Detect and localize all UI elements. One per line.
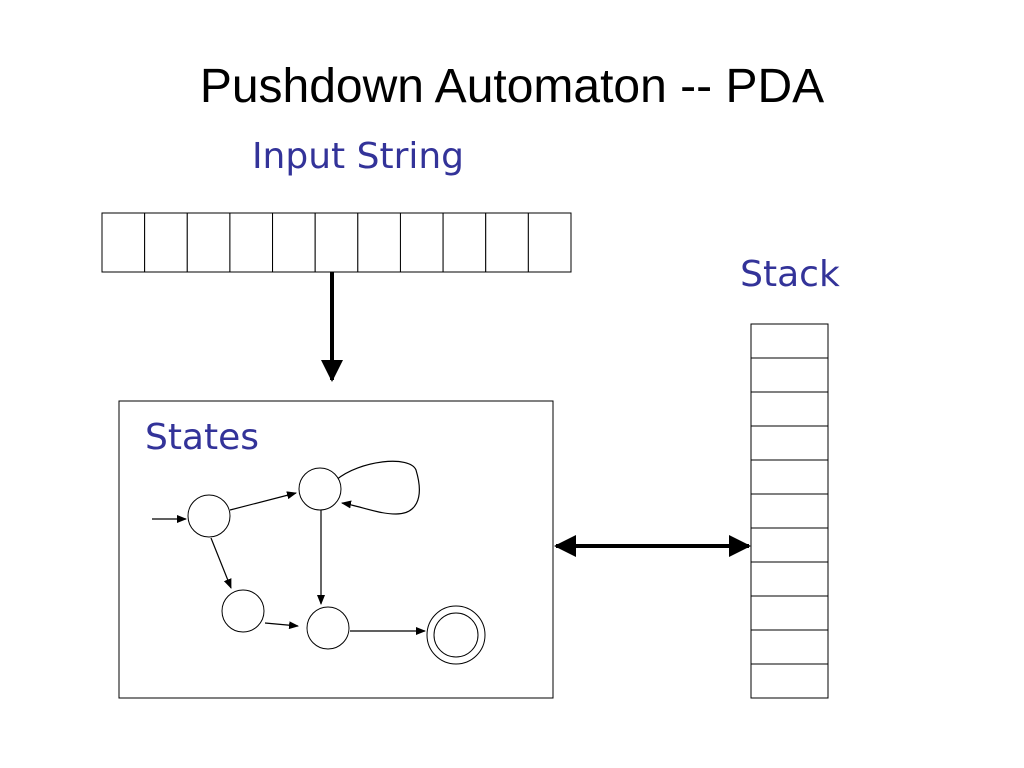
state-diagram	[152, 460, 486, 665]
final-state-inner-ring	[433, 612, 479, 658]
stack-cell	[750, 663, 829, 699]
stack-cell	[750, 323, 829, 359]
state-q3	[306, 606, 350, 650]
input-tape	[101, 212, 572, 273]
input-tape-cell	[399, 212, 444, 273]
input-tape-cell	[186, 212, 231, 273]
state-q2	[221, 589, 265, 633]
slide-title: Pushdown Automaton -- PDA	[200, 60, 824, 113]
stack-cell	[750, 561, 829, 597]
input-tape-cell	[527, 212, 572, 273]
input-tape-cell	[442, 212, 487, 273]
input-tape-cell	[101, 212, 146, 273]
state-q1	[298, 467, 342, 511]
stack	[750, 323, 829, 699]
input-string-label: Input String	[252, 136, 464, 177]
input-tape-cell	[485, 212, 529, 273]
state-q4-final	[426, 605, 486, 665]
stack-cell	[750, 493, 829, 529]
transition-q0-q2	[210, 537, 232, 589]
transition-q0-q1	[229, 491, 297, 511]
input-tape-cell	[144, 212, 188, 273]
input-tape-cell	[229, 212, 274, 273]
stack-cell	[750, 391, 829, 427]
input-tape-cell	[314, 212, 359, 273]
transition-q2-q3	[264, 621, 299, 630]
stack-cell	[750, 595, 829, 631]
stack-cell	[750, 459, 829, 495]
input-tape-cell	[272, 212, 316, 273]
stack-label: Stack	[740, 254, 840, 295]
input-tape-cell	[357, 212, 401, 273]
transition-q1-q1-loop	[335, 460, 420, 515]
stack-cell	[750, 425, 829, 461]
stack-cell	[750, 357, 829, 393]
stack-cell	[750, 527, 829, 563]
states-label: States	[145, 417, 259, 458]
stack-cell	[750, 629, 829, 665]
state-q0	[187, 494, 231, 538]
